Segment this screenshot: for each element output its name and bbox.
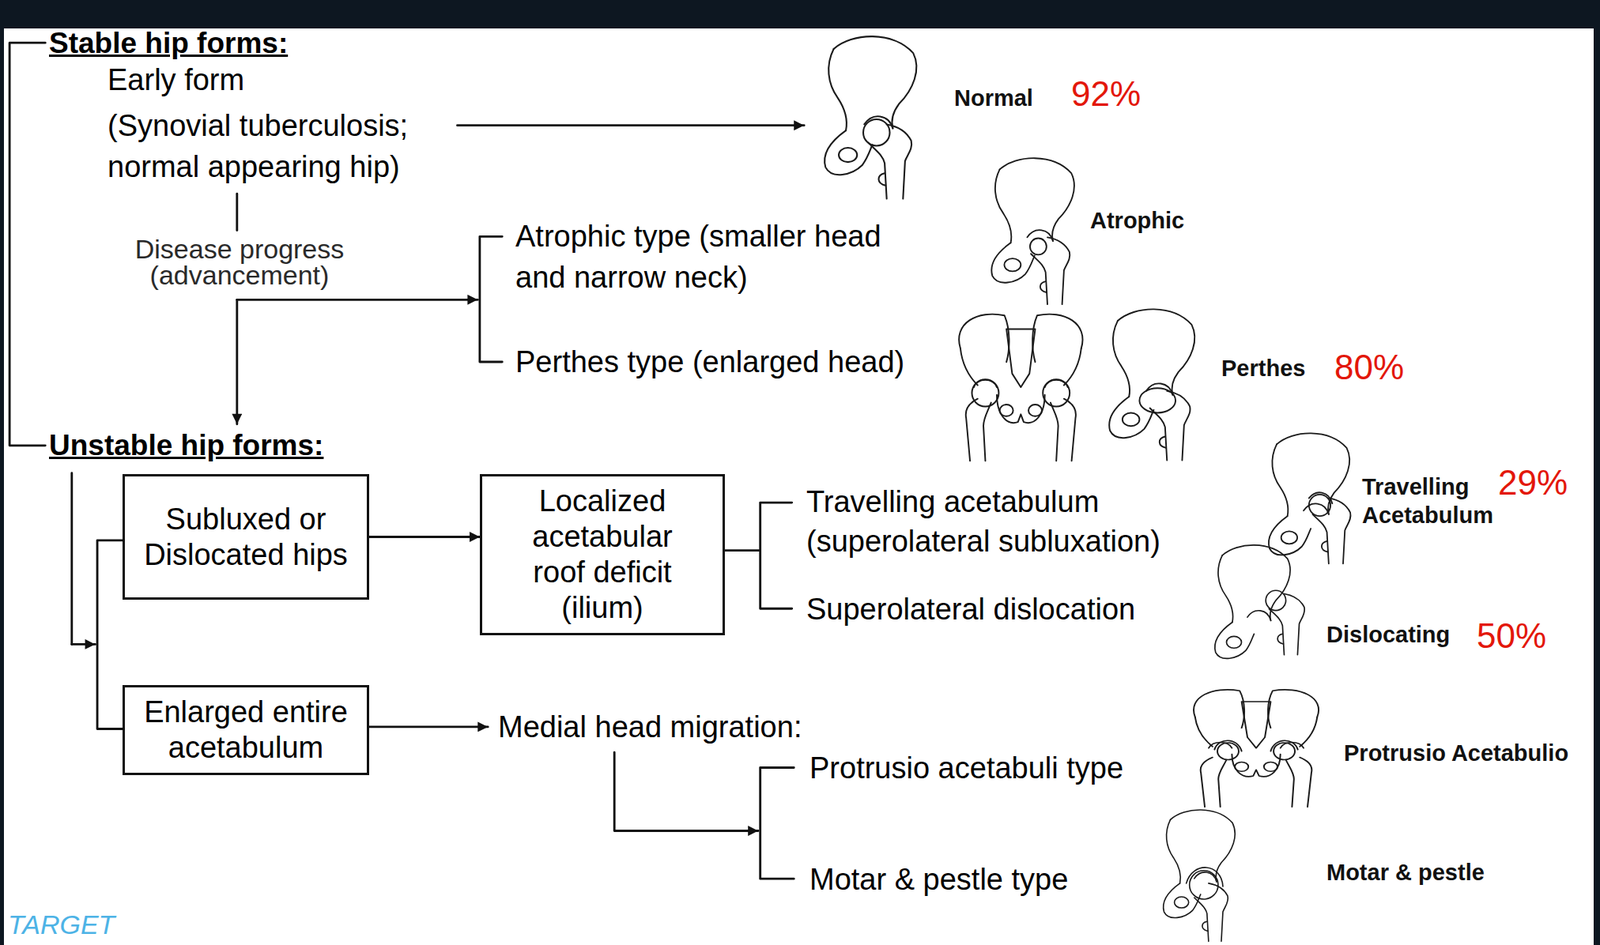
box-text: Subluxed or Dislocated hips xyxy=(139,501,353,574)
pelvis xyxy=(958,314,1083,462)
type-label: Medial head migration: xyxy=(498,706,802,748)
process-box: Subluxed or Dislocated hips xyxy=(122,474,370,600)
percentage: 80% xyxy=(1334,348,1404,387)
travelling-hip-figure xyxy=(1268,433,1351,564)
femoral-head xyxy=(1273,743,1295,761)
femur xyxy=(1194,883,1229,942)
process-box: Enlarged entire acetabulum xyxy=(122,685,370,776)
mortar-pestle-figure xyxy=(1163,810,1236,942)
form-label: (Synovial tuberculosis; normal appearing… xyxy=(107,105,456,188)
flow-arrow xyxy=(235,299,238,424)
watermark: TARGET xyxy=(7,909,115,941)
femoral-head xyxy=(1189,871,1219,900)
perthes-pelvis-figure xyxy=(958,314,1083,462)
form-label: Early form xyxy=(107,59,245,101)
femoral-head xyxy=(1265,590,1286,611)
femoral-head xyxy=(863,119,891,147)
dislocating-hip-figure xyxy=(1215,545,1306,660)
type-label: Perthes type (enlarged head) xyxy=(515,341,905,383)
femur xyxy=(1150,391,1191,461)
percentage: 29% xyxy=(1498,464,1568,502)
bracket-line xyxy=(479,236,502,363)
femoral-head xyxy=(1309,494,1331,517)
type-label: Travelling acetabulum (superolateral sub… xyxy=(806,482,1170,562)
figure-label: Normal xyxy=(954,83,1034,113)
bracket-line xyxy=(97,540,123,730)
femoral-head xyxy=(971,379,999,407)
flow-arrow xyxy=(71,643,96,646)
hip-bone xyxy=(991,158,1075,284)
type-label: Superolateral dislocation xyxy=(806,588,1136,631)
type-label: Motar & pestle type xyxy=(809,859,1068,901)
figure-label: Perthes xyxy=(1221,354,1306,383)
bracket-line xyxy=(760,768,795,880)
hip-bone xyxy=(1109,309,1195,438)
flow-line xyxy=(235,193,238,231)
femur xyxy=(1312,498,1351,564)
femur xyxy=(1268,594,1305,656)
figure-label: Motar & pestle xyxy=(1326,858,1485,887)
percentage: 50% xyxy=(1476,617,1547,656)
femoral-head xyxy=(1217,743,1239,761)
atrophic-hip-figure xyxy=(991,158,1075,305)
flow-line xyxy=(70,473,73,646)
flow-arrow xyxy=(614,752,759,831)
figure-label: Dislocating xyxy=(1326,620,1450,650)
femoral-head xyxy=(1030,238,1047,256)
bracket-line xyxy=(9,42,46,446)
femur xyxy=(1030,237,1070,305)
progress-note: Disease progress (advancement) xyxy=(120,236,359,289)
flow-arrow xyxy=(456,124,804,127)
type-label: Atrophic type (smaller head and narrow n… xyxy=(515,215,911,299)
flow-arrow xyxy=(369,725,489,729)
process-box: Localized acetabular roof deficit (ilium… xyxy=(479,474,725,636)
percentage: 92% xyxy=(1071,75,1141,114)
figure-label: Travelling Acetabulum xyxy=(1362,472,1501,530)
normal-hip-figure xyxy=(824,36,917,199)
hip-bone xyxy=(1268,433,1350,555)
box-text: Localized acetabular roof deficit (ilium… xyxy=(511,483,694,627)
protrusio-pelvis-figure xyxy=(1193,690,1319,808)
figure-label: Protrusio Acetabulio xyxy=(1343,739,1569,768)
femoral-head xyxy=(1042,379,1070,407)
type-label: Protrusio acetabuli type xyxy=(809,747,1124,789)
hip-bone xyxy=(824,36,917,175)
femoral-head xyxy=(1139,388,1176,413)
section-heading: Unstable hip forms: xyxy=(49,429,324,463)
pelvis xyxy=(1193,690,1319,808)
bracket-line xyxy=(724,502,793,609)
flow-arrow xyxy=(237,298,478,302)
flow-arrow xyxy=(369,535,480,539)
figure-label: Atrophic xyxy=(1090,206,1185,235)
section-heading: Stable hip forms: xyxy=(49,26,288,61)
box-text: Enlarged entire acetabulum xyxy=(139,694,353,767)
perthes-hip-figure xyxy=(1109,309,1195,461)
